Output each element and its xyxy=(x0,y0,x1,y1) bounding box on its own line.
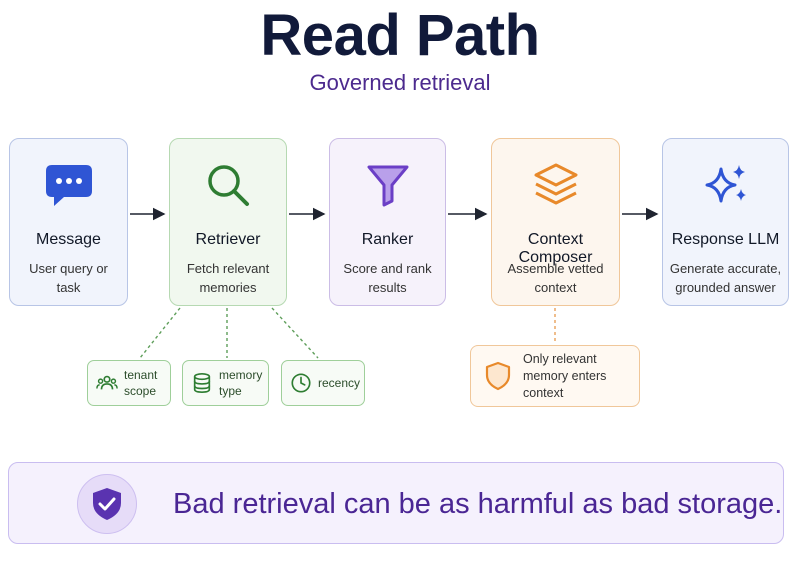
pipeline-card-retriever: Retriever Fetch relevant memories xyxy=(169,138,287,306)
layers-icon xyxy=(534,163,577,205)
users-icon xyxy=(96,375,118,390)
filter-funnel-icon xyxy=(367,165,408,207)
card-title: Response LLM xyxy=(671,231,780,248)
page-title: Read Path xyxy=(260,3,540,68)
card-description: Generate accurate, grounded answer xyxy=(669,261,782,295)
banner-icon-badge xyxy=(77,474,137,534)
search-icon xyxy=(208,165,249,206)
filter-chip-label: recency xyxy=(318,376,361,390)
chat-bubble-icon xyxy=(45,165,92,206)
page-subtitle: Governed retrieval xyxy=(309,70,491,95)
pipeline-card-ranker: Ranker Score and rank results xyxy=(329,138,446,306)
card-title: Message xyxy=(36,231,101,248)
database-icon xyxy=(193,373,211,393)
card-description: User query or task xyxy=(29,261,108,295)
clock-icon xyxy=(291,373,311,393)
card-title: Context Composer xyxy=(518,231,593,266)
composer-note-text: Only relevant memory enters context xyxy=(523,351,607,400)
shield-check-icon xyxy=(93,488,121,520)
dashed-link-tenant-scope xyxy=(139,307,181,359)
banner-text: Bad retrieval can be as harmful as bad s… xyxy=(173,488,783,520)
card-description: Assemble vetted context xyxy=(507,261,604,295)
pipeline-card-context-composer: Context Composer Assemble vetted context xyxy=(491,138,620,306)
composer-note: Only relevant memory enters context xyxy=(470,345,640,407)
filter-chip-label: memory type xyxy=(219,368,263,398)
filter-chip-tenant-scope: tenant scope xyxy=(87,360,171,406)
card-description: Score and rank results xyxy=(343,261,432,295)
card-title: Retriever xyxy=(195,231,261,248)
sparkles-icon xyxy=(705,165,746,203)
filter-chip-recency: recency xyxy=(281,360,365,406)
card-title: Ranker xyxy=(361,231,414,248)
filter-chip-label: tenant scope xyxy=(124,368,158,398)
dashed-link-recency xyxy=(271,307,319,359)
pipeline-card-message: Message User query or task xyxy=(9,138,128,306)
shield-icon xyxy=(485,361,511,391)
card-description: Fetch relevant memories xyxy=(186,261,270,295)
pipeline-card-response-llm: Response LLM Generate accurate, grounded… xyxy=(662,138,789,306)
warning-banner: Bad retrieval can be as harmful as bad s… xyxy=(8,462,784,544)
filter-chip-memory-type: memory type xyxy=(182,360,269,406)
